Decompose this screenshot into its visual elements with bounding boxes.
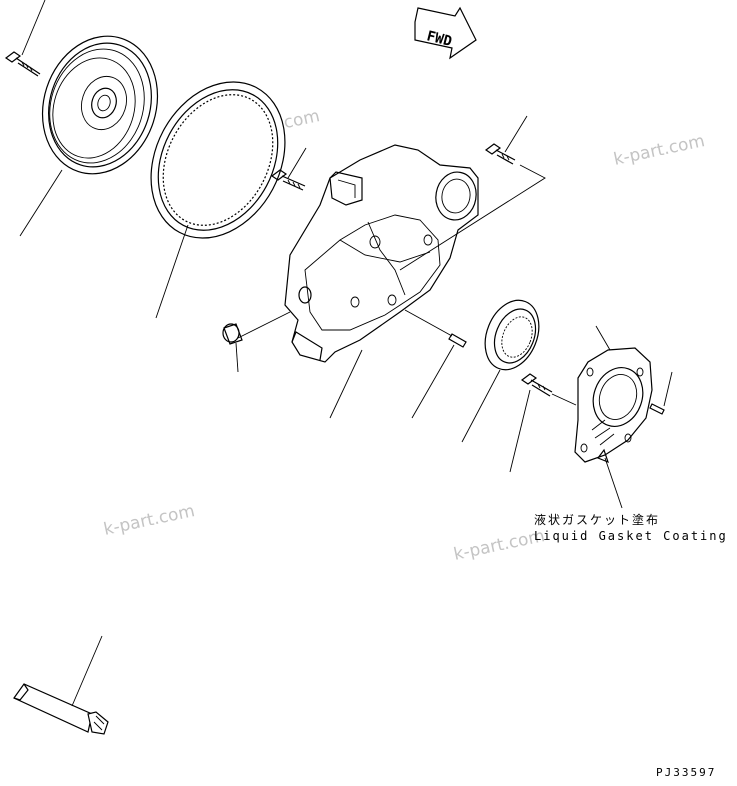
- leader-cover-pin: [663, 371, 673, 407]
- watermark-2: k-part.com: [612, 131, 707, 170]
- leader-cover-bolt: [509, 389, 531, 473]
- leader-gasket-tube: [71, 635, 103, 707]
- flywheel-bolt: [4, 51, 41, 77]
- upper-right-bolt: [484, 143, 516, 165]
- gasket-tube-part: [13, 683, 109, 735]
- leader-housing: [329, 349, 363, 419]
- cover-plate-part: [574, 347, 653, 463]
- leader-dowel-target: [404, 309, 453, 337]
- note-japanese: 液状ガスケット塗布: [534, 512, 660, 527]
- leader-cover-bolt-target: [551, 393, 577, 406]
- leader-oil-seal: [461, 369, 501, 443]
- watermark-4: k-part.com: [452, 526, 547, 565]
- leader-cover-plate: [595, 325, 611, 351]
- leader-upper-right-bolt-target: [399, 164, 546, 271]
- cover-pin-part: [649, 403, 665, 415]
- leader-housing-bolt: [287, 147, 307, 179]
- leader-plug-target: [237, 311, 291, 339]
- leader-dowel: [411, 344, 455, 419]
- housing-bolt: [270, 169, 306, 191]
- flywheel-housing-part: [284, 144, 479, 363]
- leader-upper-right-bolt: [504, 115, 528, 153]
- fwd-arrow-icon: FWD: [414, 6, 477, 60]
- fwd-label: FWD: [425, 28, 453, 50]
- dowel-pin-part: [448, 333, 467, 348]
- gasket-arrow-head: [597, 448, 609, 464]
- drawing-code: PJ33597: [656, 766, 716, 779]
- leader-plug: [235, 342, 239, 373]
- oil-seal-part: [484, 299, 540, 371]
- leader-flywheel-bolt: [21, 0, 46, 56]
- flywheel-part: [41, 35, 159, 175]
- cover-bolt: [520, 373, 553, 397]
- watermark-3: k-part.com: [102, 501, 197, 540]
- plug-part: [222, 323, 243, 345]
- note-english: Liquid Gasket Coating: [534, 529, 728, 543]
- leader-gasket-note: [604, 457, 623, 509]
- leader-ring-gear: [155, 224, 189, 319]
- ring-gear-part: [150, 81, 286, 239]
- leader-flywheel: [19, 169, 63, 237]
